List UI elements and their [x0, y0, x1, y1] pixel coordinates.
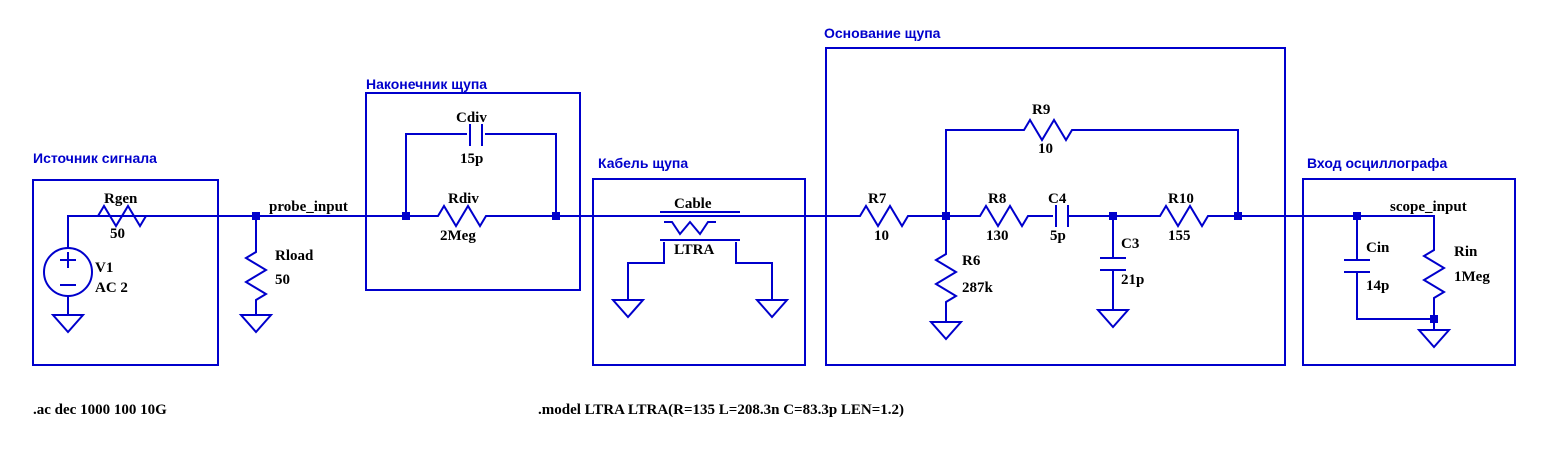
ground-icon-v1	[50, 314, 86, 334]
component-name-r6: R6	[962, 253, 981, 269]
component-value-rin: 1Meg	[1454, 269, 1490, 285]
node-dot-scope-ground	[1430, 315, 1438, 323]
component-name-c3: C3	[1121, 236, 1139, 252]
component-name-rin: Rin	[1454, 244, 1478, 260]
component-value-rdiv: 2Meg	[440, 228, 476, 244]
component-r10[interactable]: R10 155	[1112, 191, 1239, 244]
component-name-cin: Cin	[1366, 240, 1390, 256]
vsrc-plus-icon	[60, 252, 76, 268]
node-dot-scope-input	[1353, 212, 1361, 220]
component-value-cable: LTRA	[674, 242, 714, 258]
net-label-probe-input: probe_input	[269, 199, 348, 215]
group-title-probe-base: Основание щупа	[824, 25, 941, 41]
component-name-cable: Cable	[674, 196, 712, 212]
component-c4[interactable]: C4 5p	[1048, 191, 1114, 244]
component-rload[interactable]: Rload 50	[238, 215, 314, 334]
node-dot-r7-r8	[942, 212, 950, 220]
node-dot-rdiv-left	[402, 212, 410, 220]
component-value-c3: 21p	[1121, 272, 1144, 288]
node-dot-probe-input	[252, 212, 260, 220]
directive-ltra-model[interactable]: .model LTRA LTRA(R=135 L=208.3n C=83.3p …	[538, 402, 904, 418]
component-value-c4: 5p	[1050, 228, 1066, 244]
component-name-r8: R8	[988, 191, 1006, 207]
component-cdiv[interactable]: Cdiv 15p	[405, 110, 557, 217]
directive-ac-analysis[interactable]: .ac dec 1000 100 10G	[33, 402, 167, 418]
group-box-probe-tip	[365, 92, 581, 291]
group-title-probe-tip: Наконечник щупа	[366, 76, 487, 92]
node-dot-c4-c3	[1109, 212, 1117, 220]
ground-icon-c3	[1095, 309, 1131, 329]
component-value-rgen: 50	[110, 226, 125, 242]
group-title-signal-source: Источник сигнала	[33, 150, 157, 166]
net-label-scope-input: scope_input	[1390, 199, 1467, 215]
component-r6[interactable]: R6 287k	[928, 215, 994, 341]
component-value-cdiv: 15p	[460, 151, 483, 167]
component-rgen[interactable]: Rgen 50	[90, 191, 154, 242]
component-name-v1: V1	[95, 260, 113, 276]
component-c3[interactable]: C3 21p	[1095, 215, 1144, 329]
component-name-r10: R10	[1168, 191, 1194, 207]
group-box-probe-base	[825, 47, 1286, 366]
component-value-r6: 287k	[962, 280, 994, 296]
component-value-r9: 10	[1038, 141, 1053, 157]
ground-icon-r6	[928, 321, 964, 341]
component-name-c4: C4	[1048, 191, 1067, 207]
component-value-rload: 50	[275, 272, 290, 288]
component-name-cdiv: Cdiv	[456, 110, 487, 126]
component-r8[interactable]: R8 130	[945, 191, 1053, 244]
group-box-signal-source	[32, 179, 219, 366]
component-v1[interactable]: V1 AC 2	[43, 215, 219, 334]
ground-icon-cable-right	[754, 299, 790, 319]
component-name-rdiv: Rdiv	[448, 191, 479, 207]
group-title-probe-cable: Кабель щупа	[598, 155, 688, 171]
component-value-r10: 155	[1168, 228, 1191, 244]
component-name-r9: R9	[1032, 102, 1050, 118]
component-cable[interactable]: Cable LTRA	[610, 196, 790, 319]
component-r9[interactable]: R9 10	[945, 102, 1239, 217]
component-value-cin: 14p	[1366, 278, 1389, 294]
component-name-rgen: Rgen	[104, 191, 138, 207]
component-cin[interactable]: Cin 14p	[1344, 215, 1435, 320]
component-value-r7: 10	[874, 228, 889, 244]
group-box-probe-cable	[592, 178, 806, 366]
ground-icon-scope	[1416, 329, 1452, 349]
component-rdiv[interactable]: Rdiv 2Meg	[365, 191, 581, 244]
group-box-scope-input	[1302, 178, 1516, 366]
group-title-scope-input: Вход осциллографа	[1307, 155, 1447, 171]
component-value-r8: 130	[986, 228, 1009, 244]
component-name-rload: Rload	[275, 248, 314, 264]
component-r7[interactable]: R7 10	[825, 191, 947, 244]
ground-icon-cable-left	[610, 299, 646, 319]
ground-icon-rload	[238, 314, 274, 334]
component-value-v1: AC 2	[95, 280, 128, 296]
component-rin[interactable]: Rin 1Meg	[1356, 215, 1490, 349]
component-name-r7: R7	[868, 191, 887, 207]
node-dot-rdiv-right	[552, 212, 560, 220]
